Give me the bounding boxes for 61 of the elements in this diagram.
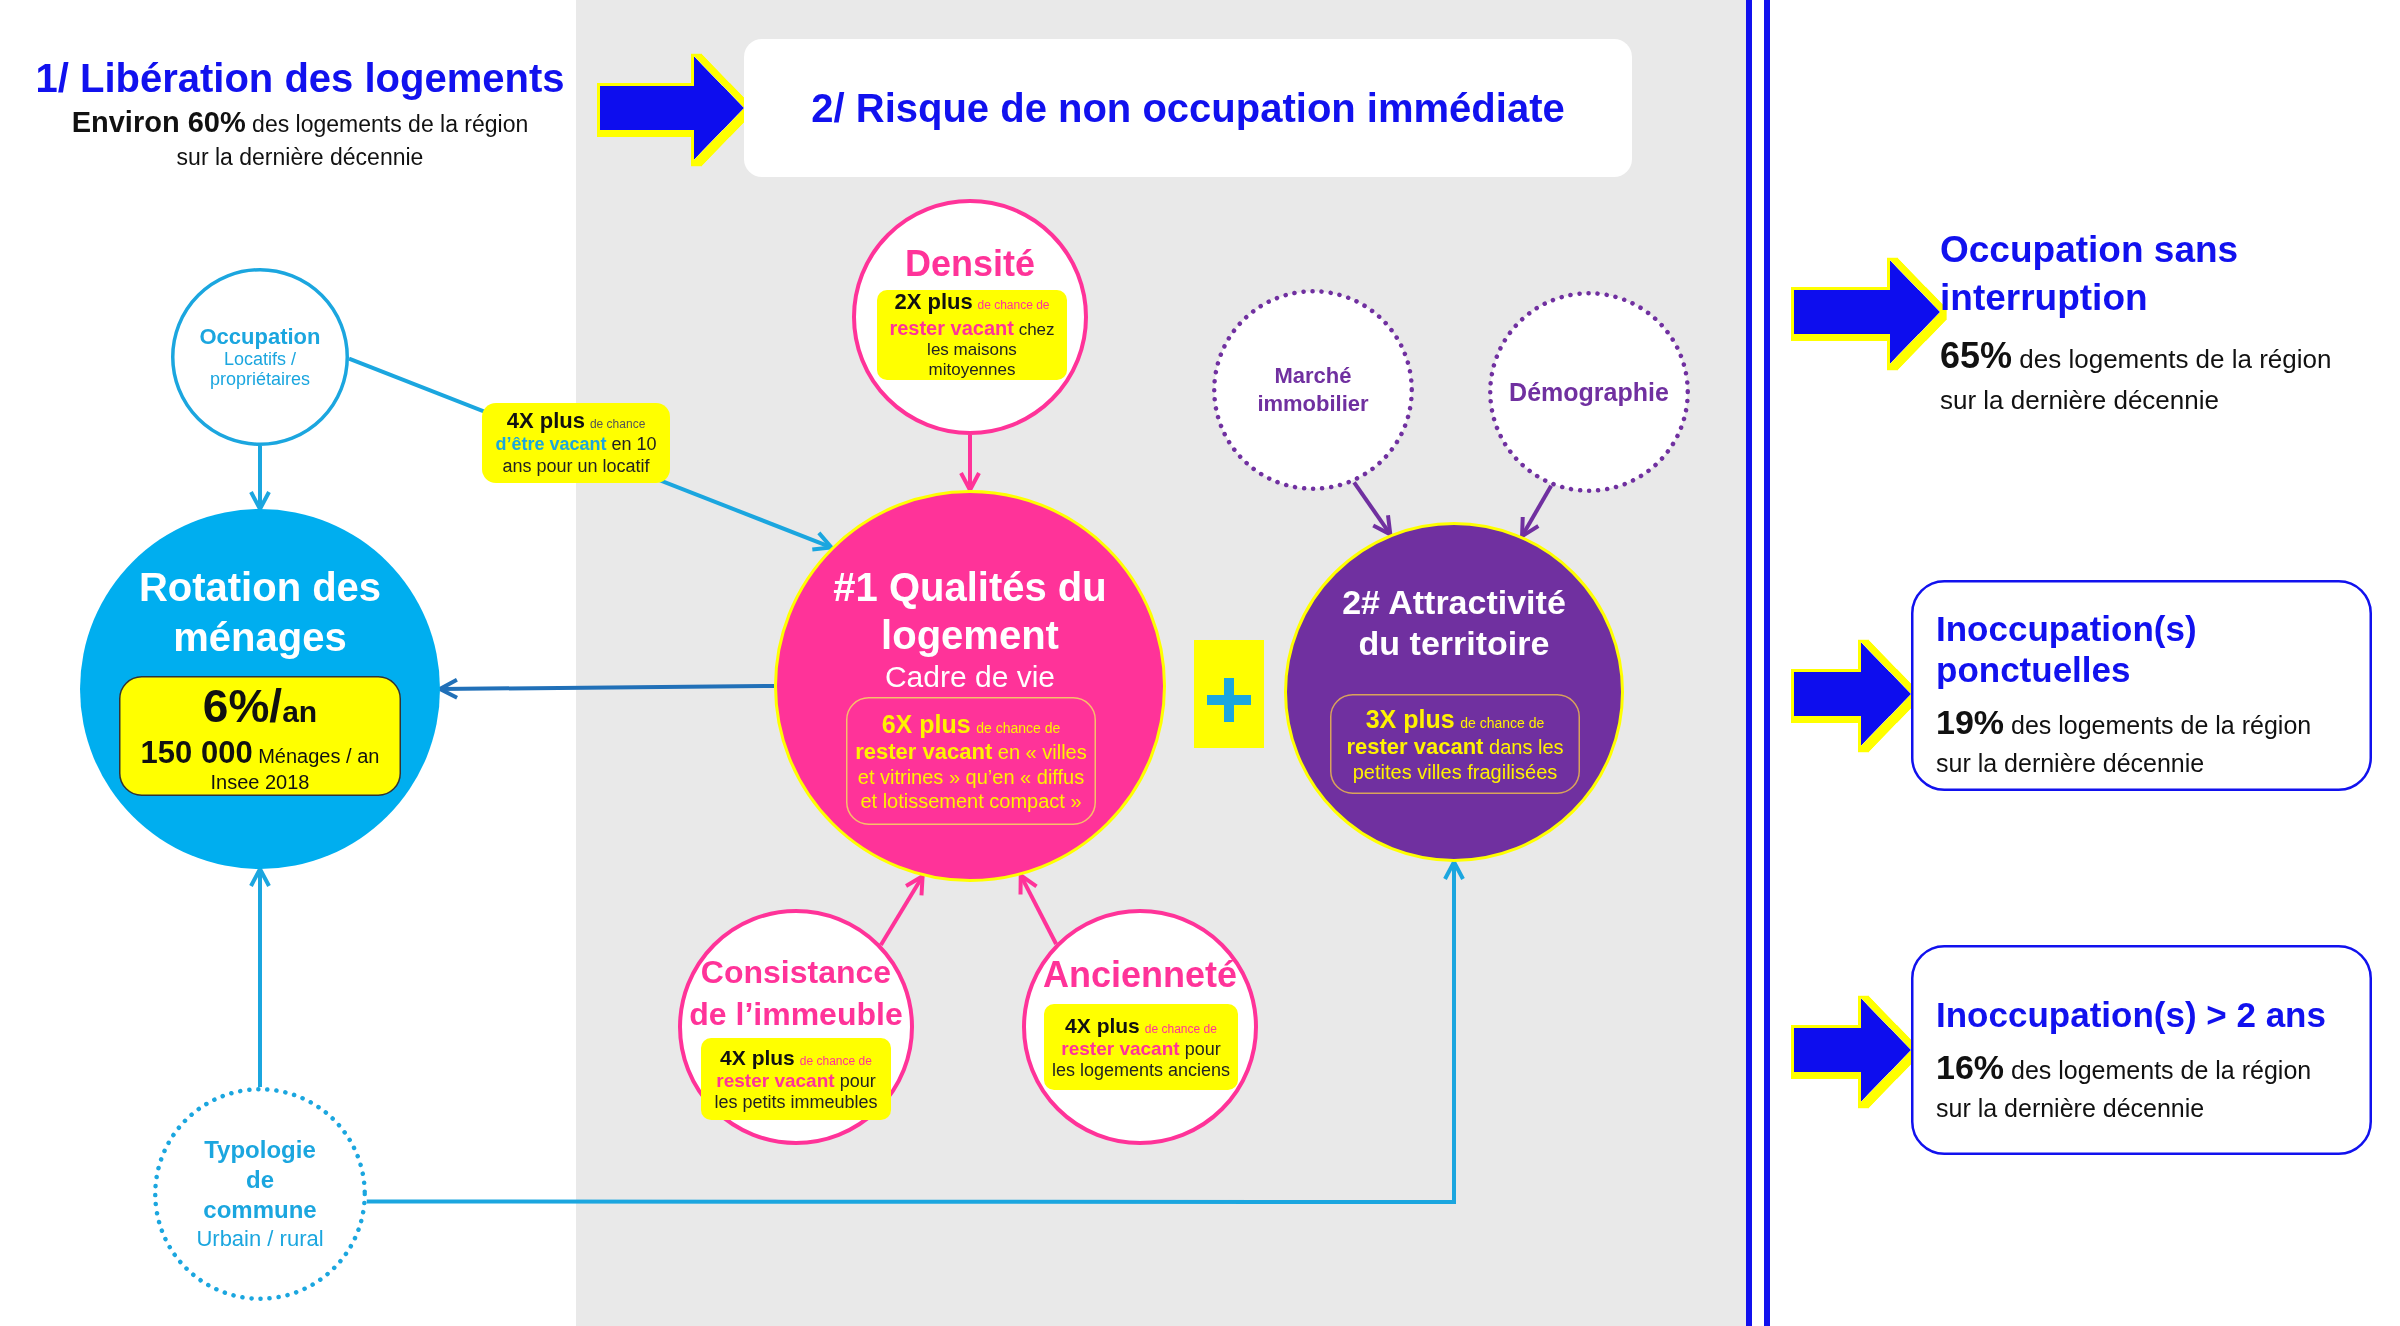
block-arrow [1794,998,1911,1102]
circle-subtitle: Urbain / rural [196,1225,324,1253]
stat-text: 6X plus de chance de rester vacant en « villes et vitrines » qu’en « diffus et lotissement compact » [854,708,1088,814]
dotted-circle [1212,289,1414,491]
factor-circle [678,909,914,1145]
factor-circle [1284,522,1624,862]
factor-circle [852,199,1088,435]
highlight-box [701,1038,891,1120]
arrow [1018,873,1058,945]
stat-value: 6%/an [202,678,318,734]
circle-subtitle: Locatifs / propriétaires [208,349,311,390]
outcome-title: Occupation sans interruption [1940,228,2240,321]
factor-circle [171,268,349,446]
arrow [438,677,774,700]
circle-subtitle: Cadre de vie [884,659,1056,695]
title-box [744,39,1632,177]
stat-text: 150 000 Ménages / an [140,734,380,772]
arrow [879,874,925,947]
stat-box [119,676,401,796]
stat-box [846,697,1096,825]
circle-title: Occupation [199,325,321,350]
heading: 2/ Risque de non occupation immédiate [811,86,1565,130]
circle-title: Consistance de l’immeuble [688,953,904,1034]
arrow [1352,481,1393,537]
outcome-box [1911,945,2372,1155]
stat-text: 4X plus de chance de rester vacant pour les petits immeubles [713,1045,879,1113]
circle-title: 2# Attractivité du territoire [1341,582,1567,664]
circle-title: #1 Qualités du logement [832,564,1108,659]
circle-title: Typologie de commune [203,1135,317,1225]
dotted-circle [153,1087,367,1301]
factor-circle [1022,909,1258,1145]
heading: 1/ Libération des logements [35,57,565,99]
arrow [249,446,271,511]
source-text: Insee 2018 [210,771,310,794]
summary-text: Environ 60% des logements de la région sur la dernière décennie [70,105,530,173]
outcome-title: Inoccupation(s) ponctuelles [1936,609,2198,691]
factor-circle [80,509,440,869]
circle-title: Densité [904,244,1035,284]
circle-title: Marché immobilier [1257,362,1369,418]
factor-circle [774,490,1166,882]
dotted-circle [1488,291,1690,493]
arrow [366,860,1465,1204]
circle-title: Ancienneté [1042,955,1237,995]
outcome-box [1911,580,2372,791]
highlight-box [1044,1004,1238,1090]
summary-text: 19% des logements de la région sur la dernière décennie [1936,701,2313,779]
summary-text: 65% des logements de la région sur la dernière décennie [1940,334,2333,417]
arrow [959,435,981,492]
arrow [1520,484,1553,539]
stat-text: 4X plus de chance de rester vacant pour les logements anciens [1050,1013,1232,1081]
edge-label: 4X plus de chance d’être vacant en 10 ans pour un locatif [482,403,670,483]
stat-text: 2X plus de chance de rester vacant chez les maisons mitoyennes [888,289,1056,381]
circle-title: Démographie [1509,377,1669,407]
block-arrow [1794,642,1911,746]
outcome-title: Inoccupation(s) > 2 ans [1936,995,2326,1036]
circle-title: Rotation des ménages [137,564,383,661]
stat-text: 3X plus de chance de rester vacant dans les petites villes fragilisées [1345,703,1565,785]
arrow [249,867,271,1087]
summary-text: 16% des logements de la région sur la dernière décennie [1936,1046,2313,1124]
stat-box [1330,694,1580,794]
block-arrow [1794,260,1940,364]
